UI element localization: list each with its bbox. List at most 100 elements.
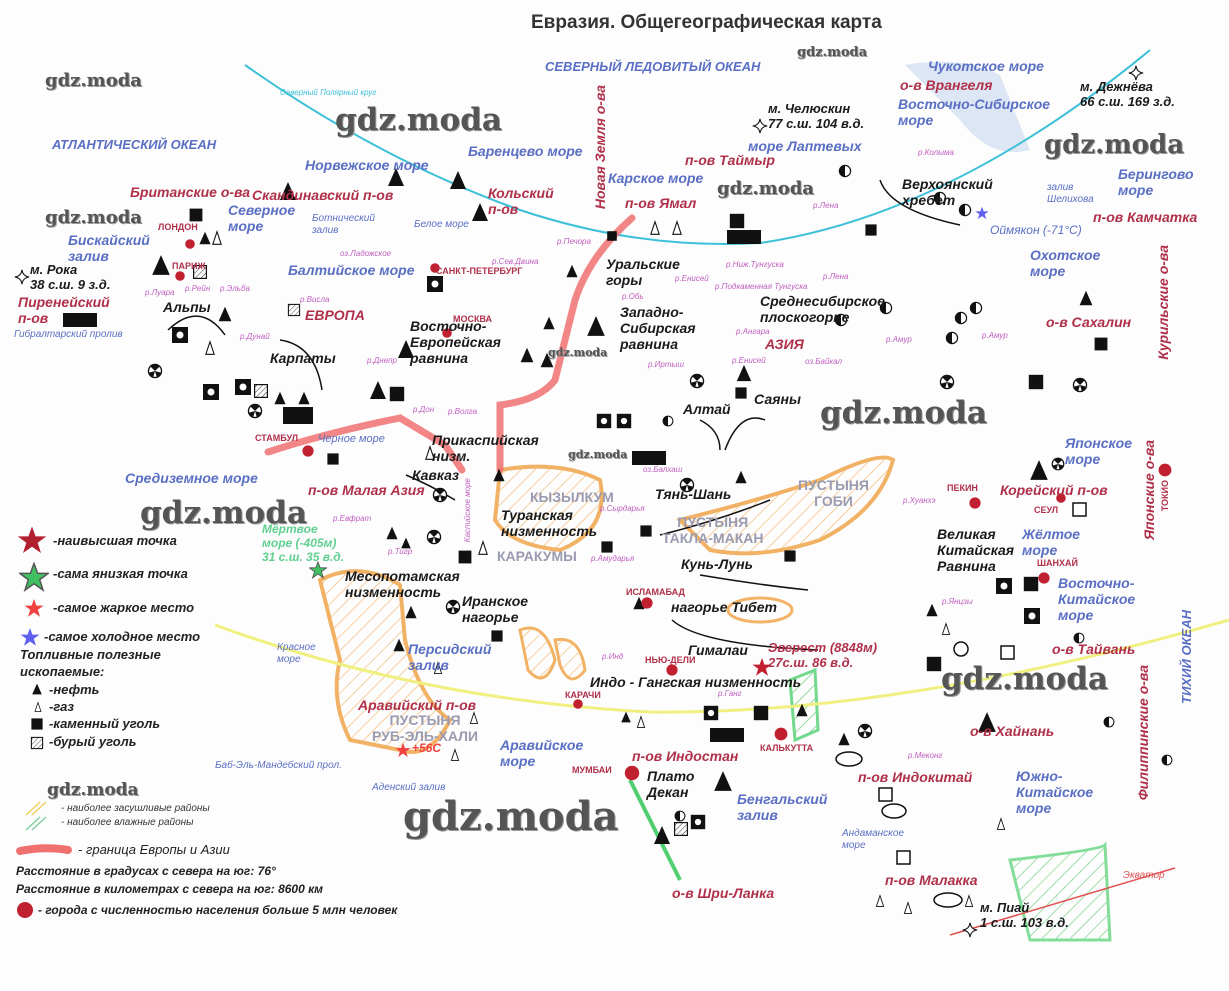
region-label: п-ов Таймыр — [685, 152, 775, 168]
gas-icon — [636, 715, 646, 729]
radiation-icon — [445, 599, 461, 615]
coal-icon — [784, 550, 796, 562]
coal-icon — [389, 386, 405, 402]
wrangel-ice — [905, 61, 1030, 152]
landform-label: Кавказ — [412, 467, 460, 483]
legend-lowest: -сама янизкая точка — [53, 566, 188, 581]
city-label: САНКТ-ПЕТЕРБУРГ — [436, 266, 523, 276]
river-label: р.Ниж.Тунгуска — [726, 260, 784, 269]
deposit-oval-icon — [933, 892, 963, 908]
city-islamabad-icon — [641, 597, 653, 609]
oil-icon — [520, 347, 534, 363]
oil-icon — [152, 255, 170, 275]
landform-label: Восточно- Европейская равнина — [410, 318, 501, 367]
city-label: КАЛЬКУТТА — [760, 743, 814, 753]
coal-icon — [327, 453, 339, 465]
region-label: п-ов Малая Азия — [308, 482, 425, 498]
sea-label: Карское море — [608, 170, 704, 186]
river-label: р.Амударья — [591, 554, 635, 563]
city-label: КАРАЧИ — [565, 690, 601, 700]
sea-label: Персидский залив — [408, 641, 492, 674]
europe-asia-border — [264, 414, 466, 474]
wet-region-western-ghats — [628, 779, 682, 881]
ocean-label: СЕВЕРНЫЙ ЛЕДОВИТЫЙ ОКЕАН — [545, 59, 761, 74]
watermark: gdz.moda — [1044, 130, 1185, 160]
dry-region-kyzylkum — [492, 464, 604, 553]
verkhoyansk-ridge — [879, 179, 961, 226]
river-label: р.Обь — [622, 292, 644, 301]
region-label: Британские о-ва — [130, 184, 251, 200]
watermark: gdz.moda — [820, 395, 987, 431]
coal-icon — [1023, 576, 1039, 592]
himalaya-ridge — [671, 619, 819, 651]
river-label: р.Рейн — [185, 284, 211, 293]
legend-wet-hatch-icon — [25, 816, 47, 831]
river-label: р.Енисей — [675, 274, 709, 283]
watermark: gdz.moda — [797, 45, 868, 60]
legend-hottest: -самое жаркое место — [53, 600, 195, 615]
coal-icon — [458, 550, 472, 564]
brown-coal-icon — [254, 384, 268, 398]
desert-label: КЫЗЫЛКУМ — [530, 489, 614, 505]
coal-icon — [753, 705, 769, 721]
oil-icon — [736, 364, 752, 382]
oil-icon — [298, 391, 310, 405]
gas-icon — [996, 817, 1006, 831]
sea-label: море Лаптевых — [748, 138, 862, 154]
city-shanghai-icon — [1038, 572, 1050, 584]
sea-label: залив Шелихова — [1047, 182, 1094, 205]
sea-label: Андаманское море — [842, 828, 905, 851]
city-label: ИСЛАМАБАД — [626, 587, 685, 597]
sea-label: Норвежское море — [305, 157, 429, 173]
river-label: р.Висла — [300, 295, 330, 304]
city-label: ТОКИО — [1160, 480, 1170, 512]
continent-label-asia: АЗИЯ — [765, 336, 804, 352]
region-label: п-ов Ямал — [625, 195, 697, 211]
brown-coal-icon — [673, 821, 689, 837]
region-label: п-ов Индостан — [632, 748, 739, 764]
coldest-place-star-icon — [975, 206, 989, 220]
half-circle-icon — [954, 311, 968, 325]
landform-label: Иранское нагорье — [462, 593, 529, 626]
cape-roca-label: м. Рока 38 с.ш. 9 з.д. — [30, 262, 111, 292]
landform-label: Западно- Сибирская равнина — [620, 304, 696, 353]
legend-city-icon — [17, 902, 33, 918]
watermark: gdz.moda — [140, 495, 307, 531]
city-label: НЬЮ-ДЕЛИ — [645, 655, 696, 665]
landform-label: Туранская низменность — [501, 507, 598, 540]
landform-label: Кунь-Лунь — [681, 556, 753, 572]
legend-oil: -нефть — [49, 682, 100, 697]
equator-line — [949, 867, 1176, 936]
ocean-label: ТИХИЙ ОКЕАН — [1179, 610, 1194, 704]
legend-cities: - города с численностью населения больше… — [38, 903, 398, 917]
radiation-icon — [939, 374, 955, 390]
dead-sea-label: Мёртвое море (-405м) 31 с.ш. 35 в.д. — [262, 522, 345, 564]
landform-label: Тянь-Шань — [655, 486, 732, 502]
oil-icon — [838, 732, 850, 746]
region-label: Филиппинские о-ва — [1135, 665, 1151, 801]
sea-label: Белое море — [414, 219, 469, 230]
oil-icon — [621, 711, 631, 723]
oil-icon — [274, 391, 286, 405]
lake-label: оз.Ладожское — [340, 249, 392, 258]
sea-label: Бискайский залив — [68, 232, 150, 265]
ore-icon — [616, 413, 632, 429]
sea-label: Средиземное море — [125, 470, 258, 486]
coal-icon — [189, 208, 203, 222]
river-label: р.Колыма — [918, 148, 954, 157]
city-label: СТАМБУЛ — [255, 433, 299, 443]
gas-icon — [204, 340, 216, 356]
gas-icon — [671, 220, 683, 236]
carpathians-ridge — [279, 339, 323, 391]
coal-icon — [926, 656, 942, 672]
dry-region-gobi — [676, 455, 896, 556]
strait-label: Баб-Эль-Мандебский прол. — [215, 760, 342, 771]
river-label: р.Печора — [557, 237, 591, 246]
coal-field-icon — [710, 728, 744, 742]
legend-km-distance: Расстояние в километрах с севера на юг: … — [16, 882, 324, 896]
watermark: gdz.moda — [548, 346, 608, 359]
legend-deg-distance: Расстояние в градусах с севера на юг: 76… — [16, 864, 276, 878]
watermark: gdz.moda — [335, 102, 502, 138]
legend-gas: -газ — [49, 699, 74, 714]
river-label: р.Сырдарья — [600, 504, 645, 513]
